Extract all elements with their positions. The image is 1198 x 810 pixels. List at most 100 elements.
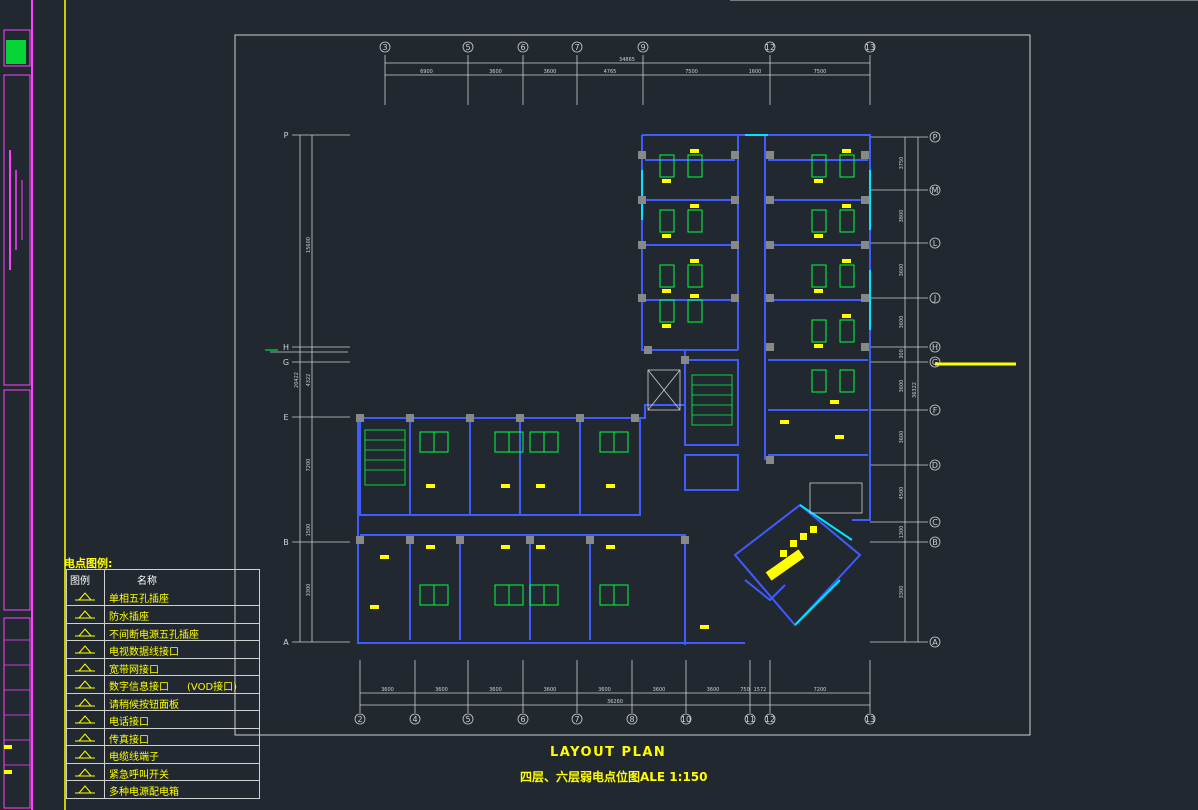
bottom-grid-label-bubble (864, 713, 876, 725)
top-grid-label: 3 (382, 43, 387, 52)
bed (687, 299, 703, 323)
bottom-grid-label: 13 (865, 715, 875, 724)
bottom-grid-label: 8 (629, 715, 634, 724)
bottom-dimension: 750 (740, 687, 750, 693)
meeting-chair (790, 540, 797, 547)
legend-item-name: 电缆线端子 (109, 752, 159, 763)
column (638, 196, 646, 204)
bed (599, 431, 615, 453)
reception-desk (809, 482, 863, 514)
bottom-grid-label-bubble (571, 713, 583, 725)
bed (613, 431, 629, 453)
legend-item-name: 多种电源配电箱 (109, 787, 179, 798)
plan-title: LAYOUT PLAN (550, 745, 667, 760)
legend-item-name: 防水插座 (109, 612, 149, 623)
column (638, 151, 646, 159)
bed (839, 264, 855, 288)
column (638, 241, 646, 249)
legend-header-row: 图例 名称 (67, 570, 259, 588)
column (406, 536, 414, 544)
top-grid-label: 5 (465, 43, 470, 52)
meeting-chair (810, 526, 817, 533)
right-grid-label-bubble (929, 356, 941, 368)
column (466, 414, 474, 422)
right-dimension: 1300 (899, 526, 905, 539)
legend-row: 紧急呼叫开关 (67, 762, 259, 781)
right-grid-label: J (933, 294, 936, 303)
right-grid-label: D (932, 461, 938, 470)
right-grid-axes: PMLJHGFDCBA37503800360036003003600360045… (870, 131, 941, 648)
bottom-grid-label-bubble (517, 713, 529, 725)
bed (543, 431, 559, 453)
bed (811, 264, 827, 288)
legend-row: 多种电源配电箱 (67, 780, 259, 798)
bottom-dimension: 3600 (707, 687, 720, 693)
top-grid-label: 6 (520, 43, 525, 52)
outlet-symbol (835, 435, 844, 439)
column (766, 196, 774, 204)
left-grid-label: E (283, 413, 288, 422)
legend-item-extra: (VOD接口) (187, 682, 238, 693)
bed (811, 319, 827, 343)
legend-row: 防水插座 (67, 605, 259, 623)
left-dimension: 4322 (306, 374, 312, 387)
legend-row: 宽带网接口 (67, 657, 259, 676)
legend-item-name: 请稍候按钮面板 (109, 699, 179, 711)
left-dimension: 1500 (306, 524, 312, 537)
legend-item-name: 电视数据线接口 (109, 647, 179, 658)
drawing-border (234, 34, 1031, 736)
top-grid-label: 12 (765, 43, 775, 52)
column (766, 456, 774, 464)
outlet-symbol (690, 204, 699, 208)
column (456, 536, 464, 544)
bed (811, 154, 827, 178)
right-dimension: 36322 (912, 382, 918, 398)
left-grid-label: B (283, 538, 289, 547)
bed (494, 584, 510, 606)
bed (839, 154, 855, 178)
bed (433, 431, 449, 453)
right-grid-label-bubble (929, 516, 941, 528)
right-dimension: 300 (899, 349, 905, 359)
tv-data-port-icon (67, 641, 105, 658)
bed (508, 584, 524, 606)
outlet-symbol (536, 484, 545, 488)
plan-subtitle: 四层、六层弱电点位图ALE 1:150 (520, 770, 708, 784)
left-grid-label: G (283, 358, 289, 367)
top-grid-label: 13 (865, 43, 875, 52)
column (406, 414, 414, 422)
right-dimension: 3600 (899, 431, 905, 444)
bed (811, 369, 827, 393)
column (766, 241, 774, 249)
right-dimension: 3750 (899, 157, 905, 170)
outlet-symbol (426, 484, 435, 488)
column (861, 196, 869, 204)
bottom-grid-label-bubble (626, 713, 638, 725)
column (861, 294, 869, 302)
legend-header-symbol: 图例 (67, 570, 105, 588)
broadband-port-icon (67, 658, 105, 675)
column (681, 536, 689, 544)
right-grid-label: F (933, 406, 938, 415)
right-grid-label-bubble (929, 131, 941, 143)
meeting-chair (800, 533, 807, 540)
left-grid-label: H (283, 343, 289, 352)
terminal-box-icon (67, 746, 105, 763)
waterproof-socket-icon (67, 606, 105, 623)
right-grid-label-bubble (929, 292, 941, 304)
legend-item-name: 不间断电源五孔插座 (109, 629, 199, 641)
outlet-symbol (842, 204, 851, 208)
outlet-symbol (842, 314, 851, 318)
right-dimension: 3600 (899, 380, 905, 393)
ups-socket-icon (67, 623, 105, 640)
top-dimension: 7500 (685, 69, 698, 75)
nurse-call-panel-icon (67, 693, 105, 710)
column (631, 414, 639, 422)
bottom-dimension: 3600 (435, 687, 448, 693)
emergency-call-icon (67, 763, 105, 780)
right-grid-label: C (932, 518, 938, 527)
bottom-dimension: 3600 (489, 687, 502, 693)
legend-header-name: 名称 (137, 576, 157, 587)
